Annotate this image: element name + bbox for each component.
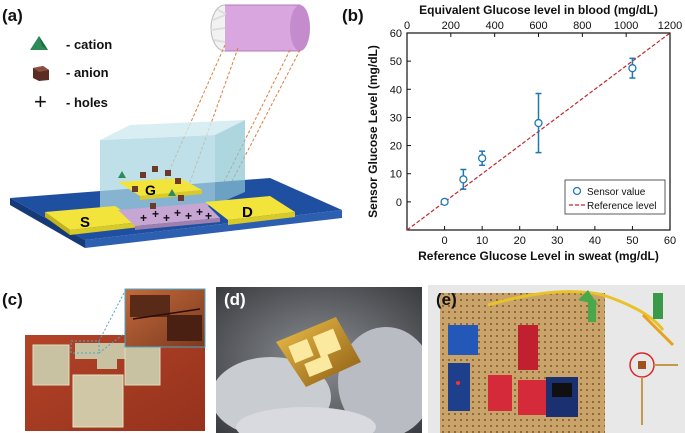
- svg-text:+: +: [196, 205, 203, 219]
- data-point: [459, 175, 468, 184]
- panel-e-label: (e): [436, 290, 457, 309]
- svg-text:+: +: [140, 211, 147, 225]
- x-axis-label: Reference Glucose Level in sweat (mg/dL): [418, 249, 659, 263]
- x-tick-label: 30: [551, 235, 563, 247]
- x-tick-label: 20: [514, 235, 526, 247]
- y-tick-label: 50: [390, 56, 402, 68]
- y-tick-label: 0: [396, 197, 402, 209]
- legend-label-reference: Reference level: [587, 201, 656, 212]
- x2-tick-label: 600: [529, 20, 547, 32]
- legend-cation-label: - cation: [66, 37, 113, 52]
- legend-label-sensor: Sensor value: [587, 187, 646, 198]
- panel-b-label: (b): [342, 6, 364, 25]
- y-axis-label: Sensor Glucose Level (mg/dL): [366, 45, 380, 218]
- legend-anion-label: - anion: [66, 65, 109, 80]
- svg-text:+: +: [163, 211, 170, 225]
- x-tick-label: 10: [476, 235, 488, 247]
- device-schematic: + + + + + + + G S D: [10, 4, 342, 248]
- x-tick-label: 60: [664, 235, 676, 247]
- x2-axis-label: Equivalent Glucose level in blood (mg/dL…: [419, 3, 658, 17]
- legend-holes-icon: +: [34, 89, 47, 114]
- svg-text:+: +: [205, 209, 212, 223]
- y-tick-label: 60: [390, 28, 402, 40]
- x-tick-label: 0: [442, 235, 448, 247]
- x2-tick-label: 400: [485, 20, 503, 32]
- y-tick-label: 30: [390, 112, 402, 124]
- svg-text:+: +: [185, 209, 192, 223]
- legend-cation-icon: [30, 36, 48, 50]
- photo-device-c: [25, 288, 206, 431]
- channel: [118, 203, 220, 230]
- data-point: [534, 118, 543, 128]
- legend-marker-sensor: [572, 186, 582, 196]
- x2-tick-label: 0: [404, 20, 410, 32]
- x2-tick-label: 1000: [614, 20, 638, 32]
- legend-box: [564, 179, 666, 215]
- holes-symbols: + + + + + + +: [140, 205, 212, 225]
- y-tick-label: 40: [390, 84, 402, 96]
- photo-flexible-device-d: [216, 287, 422, 433]
- drain-label: D: [242, 204, 253, 221]
- y-tick-label: 20: [390, 141, 402, 153]
- ions: [118, 166, 184, 209]
- panel-d-label: (d): [224, 290, 246, 309]
- drain-electrode: [205, 196, 295, 225]
- x-tick-label: 40: [589, 235, 601, 247]
- svg-text:+: +: [174, 206, 181, 220]
- optical-fiber-icon: [210, 4, 310, 52]
- source-electrode: [45, 206, 140, 235]
- legend-anion-icon: [33, 66, 49, 81]
- svg-text:+: +: [152, 207, 159, 221]
- x2-tick-label: 1200: [658, 20, 682, 32]
- panel-a-label: (a): [2, 6, 23, 25]
- x2-tick-label: 800: [573, 20, 591, 32]
- panel-c-label: (c): [2, 290, 23, 309]
- photo-readout-board-e: [428, 285, 685, 433]
- data-point: [628, 64, 637, 73]
- source-label: S: [80, 214, 90, 231]
- data-point: [477, 154, 487, 163]
- legend-holes-label: - holes: [66, 95, 108, 110]
- y-tick-label: 10: [390, 169, 402, 181]
- x-tick-label: 50: [626, 235, 638, 247]
- x2-tick-label: 200: [442, 20, 460, 32]
- data-point: [440, 197, 449, 207]
- gate-label: G: [145, 182, 156, 198]
